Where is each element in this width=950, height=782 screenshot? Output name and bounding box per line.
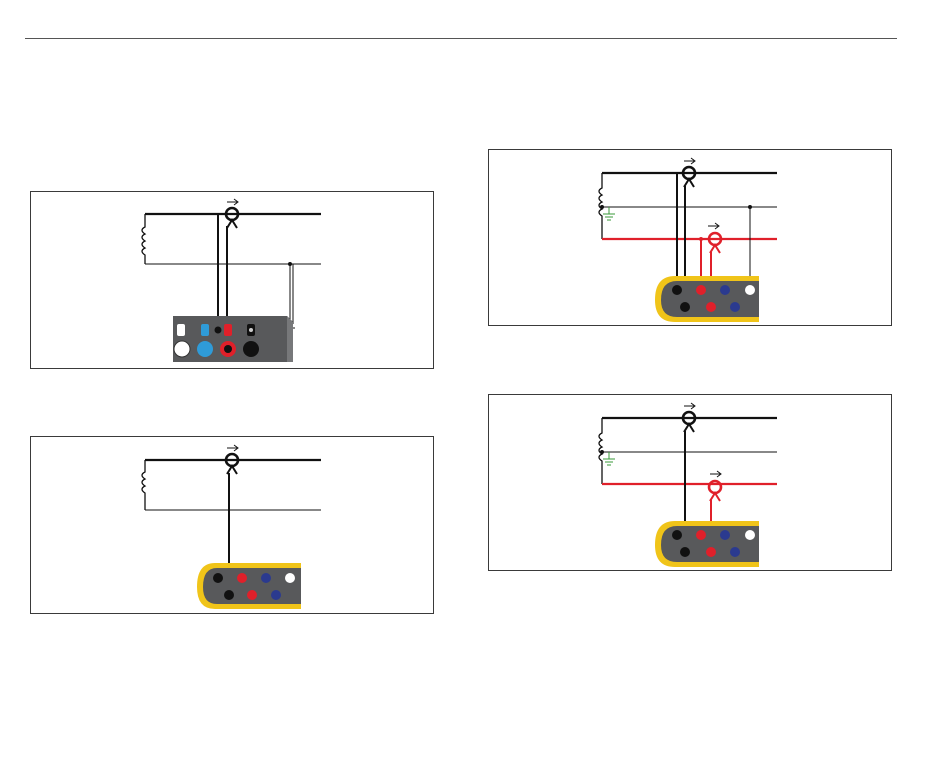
ground-icon <box>603 452 615 465</box>
ground-icon <box>603 207 615 220</box>
transformer-coil-icon <box>142 214 145 264</box>
diagram-panel-two-element <box>488 394 892 571</box>
diagram-panel-single-phase <box>30 436 434 614</box>
fluke-logger-icon <box>655 276 759 322</box>
diagram-panel-split-phase <box>488 149 892 326</box>
single-phase-wiring-diagram <box>31 192 435 370</box>
header-rule <box>25 38 897 39</box>
legacy-meter-icon <box>173 316 293 362</box>
transformer-coil-icon <box>142 460 145 510</box>
fluke-logger-icon <box>655 521 759 567</box>
single-phase-wiring-diagram <box>31 437 435 615</box>
two-element-wiring-diagram <box>489 395 893 572</box>
split-phase-wiring-diagram <box>489 150 893 327</box>
fluke-logger-icon <box>197 563 301 609</box>
diagram-panel-legacy-single-phase <box>30 191 434 369</box>
